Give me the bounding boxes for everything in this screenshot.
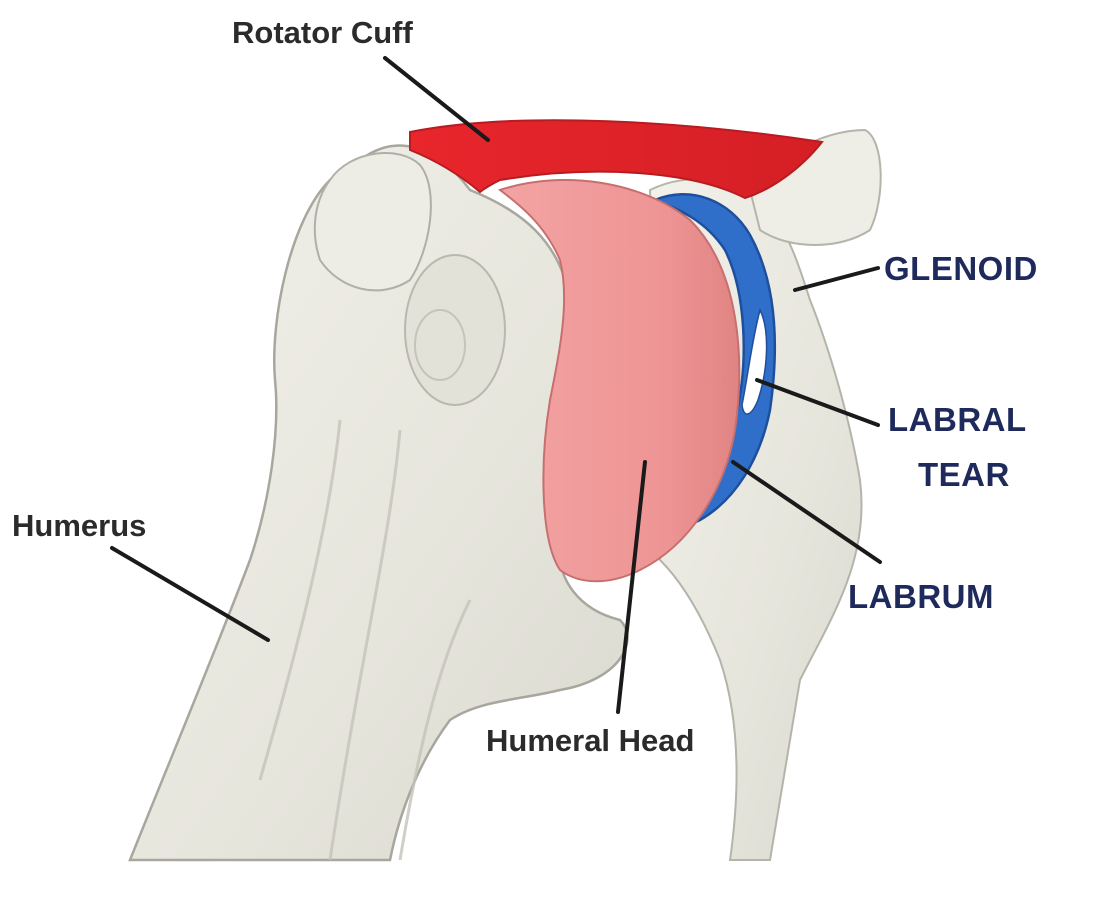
- label-labrum: LABRUM: [848, 580, 994, 613]
- label-glenoid: GLENOID: [884, 252, 1038, 285]
- label-labral-tear-line1: LABRAL: [888, 403, 1027, 436]
- label-humerus: Humerus: [12, 510, 146, 541]
- leader-glenoid: [795, 268, 878, 290]
- greater-tuberosity: [315, 153, 431, 290]
- lesser-tuberosity: [405, 255, 505, 405]
- label-humeral-head: Humeral Head: [486, 725, 694, 756]
- label-labral-tear-line2: TEAR: [918, 458, 1010, 491]
- label-rotator-cuff: Rotator Cuff: [232, 17, 413, 48]
